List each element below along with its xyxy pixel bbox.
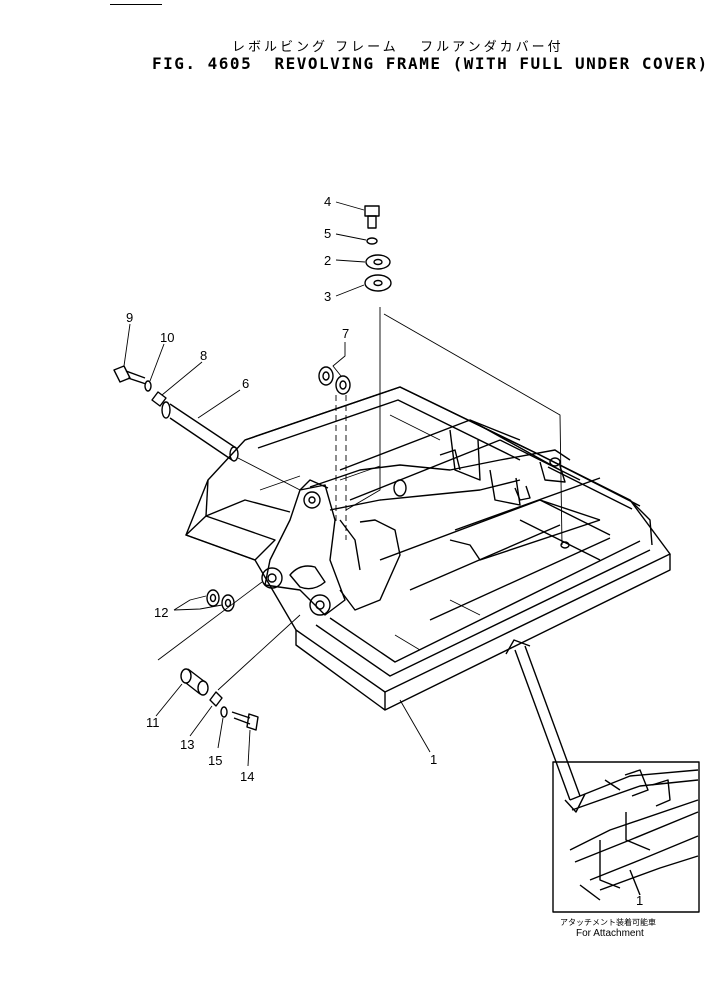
part-10-washer: [144, 380, 152, 392]
part-15-washer: [220, 706, 228, 718]
inset-callout-1: 1: [636, 893, 643, 908]
callout-14: 14: [240, 769, 254, 784]
part-11-pin: [180, 668, 209, 696]
callout-15: 15: [208, 753, 222, 768]
figure-title: FIG. 4605 REVOLVING FRAME (WITH FULL UND…: [152, 54, 706, 73]
inset-caption: For Attachment: [576, 928, 644, 939]
figure-title-japanese: レボルビング フレーム フルアンダカバー付: [232, 40, 564, 55]
part-6-pin: [161, 401, 239, 462]
part-2-plate: [365, 254, 391, 270]
callout-13: 13: [180, 737, 194, 752]
part-5-washer: [366, 237, 378, 245]
callout-3: 3: [324, 289, 331, 304]
inset-detail: [552, 761, 700, 913]
callout-labels: 4 5 2 3 7 9 10 8 6 12 11 13 15 14 1 1: [126, 194, 643, 908]
callout-10: 10: [160, 330, 174, 345]
part-4-bolt: [364, 205, 380, 229]
callout-11: 11: [146, 715, 160, 730]
callout-4: 4: [324, 194, 331, 209]
inset-reference-arrow: [505, 639, 586, 813]
part-9-bolt: [113, 365, 147, 385]
leader-lines: [123, 201, 431, 767]
part-3-shim: [364, 274, 392, 292]
callout-2: 2: [324, 253, 331, 268]
reference-lines: [157, 307, 563, 691]
part-7-shims: [318, 366, 351, 395]
revolving-frame: [185, 386, 671, 711]
part-13-plate: [209, 691, 223, 707]
part-8-plate: [151, 391, 167, 407]
callout-7: 7: [342, 326, 349, 341]
header-rule: [110, 4, 162, 5]
callout-8: 8: [200, 348, 207, 363]
part-12-shims: [206, 589, 235, 612]
part-14-bolt: [231, 711, 259, 731]
callout-12: 12: [154, 605, 168, 620]
inset-caption-japanese: アタッチメント装着可能車: [560, 918, 656, 927]
callout-5: 5: [324, 226, 331, 241]
callout-1: 1: [430, 752, 437, 767]
callout-6: 6: [242, 376, 249, 391]
callout-9: 9: [126, 310, 133, 325]
